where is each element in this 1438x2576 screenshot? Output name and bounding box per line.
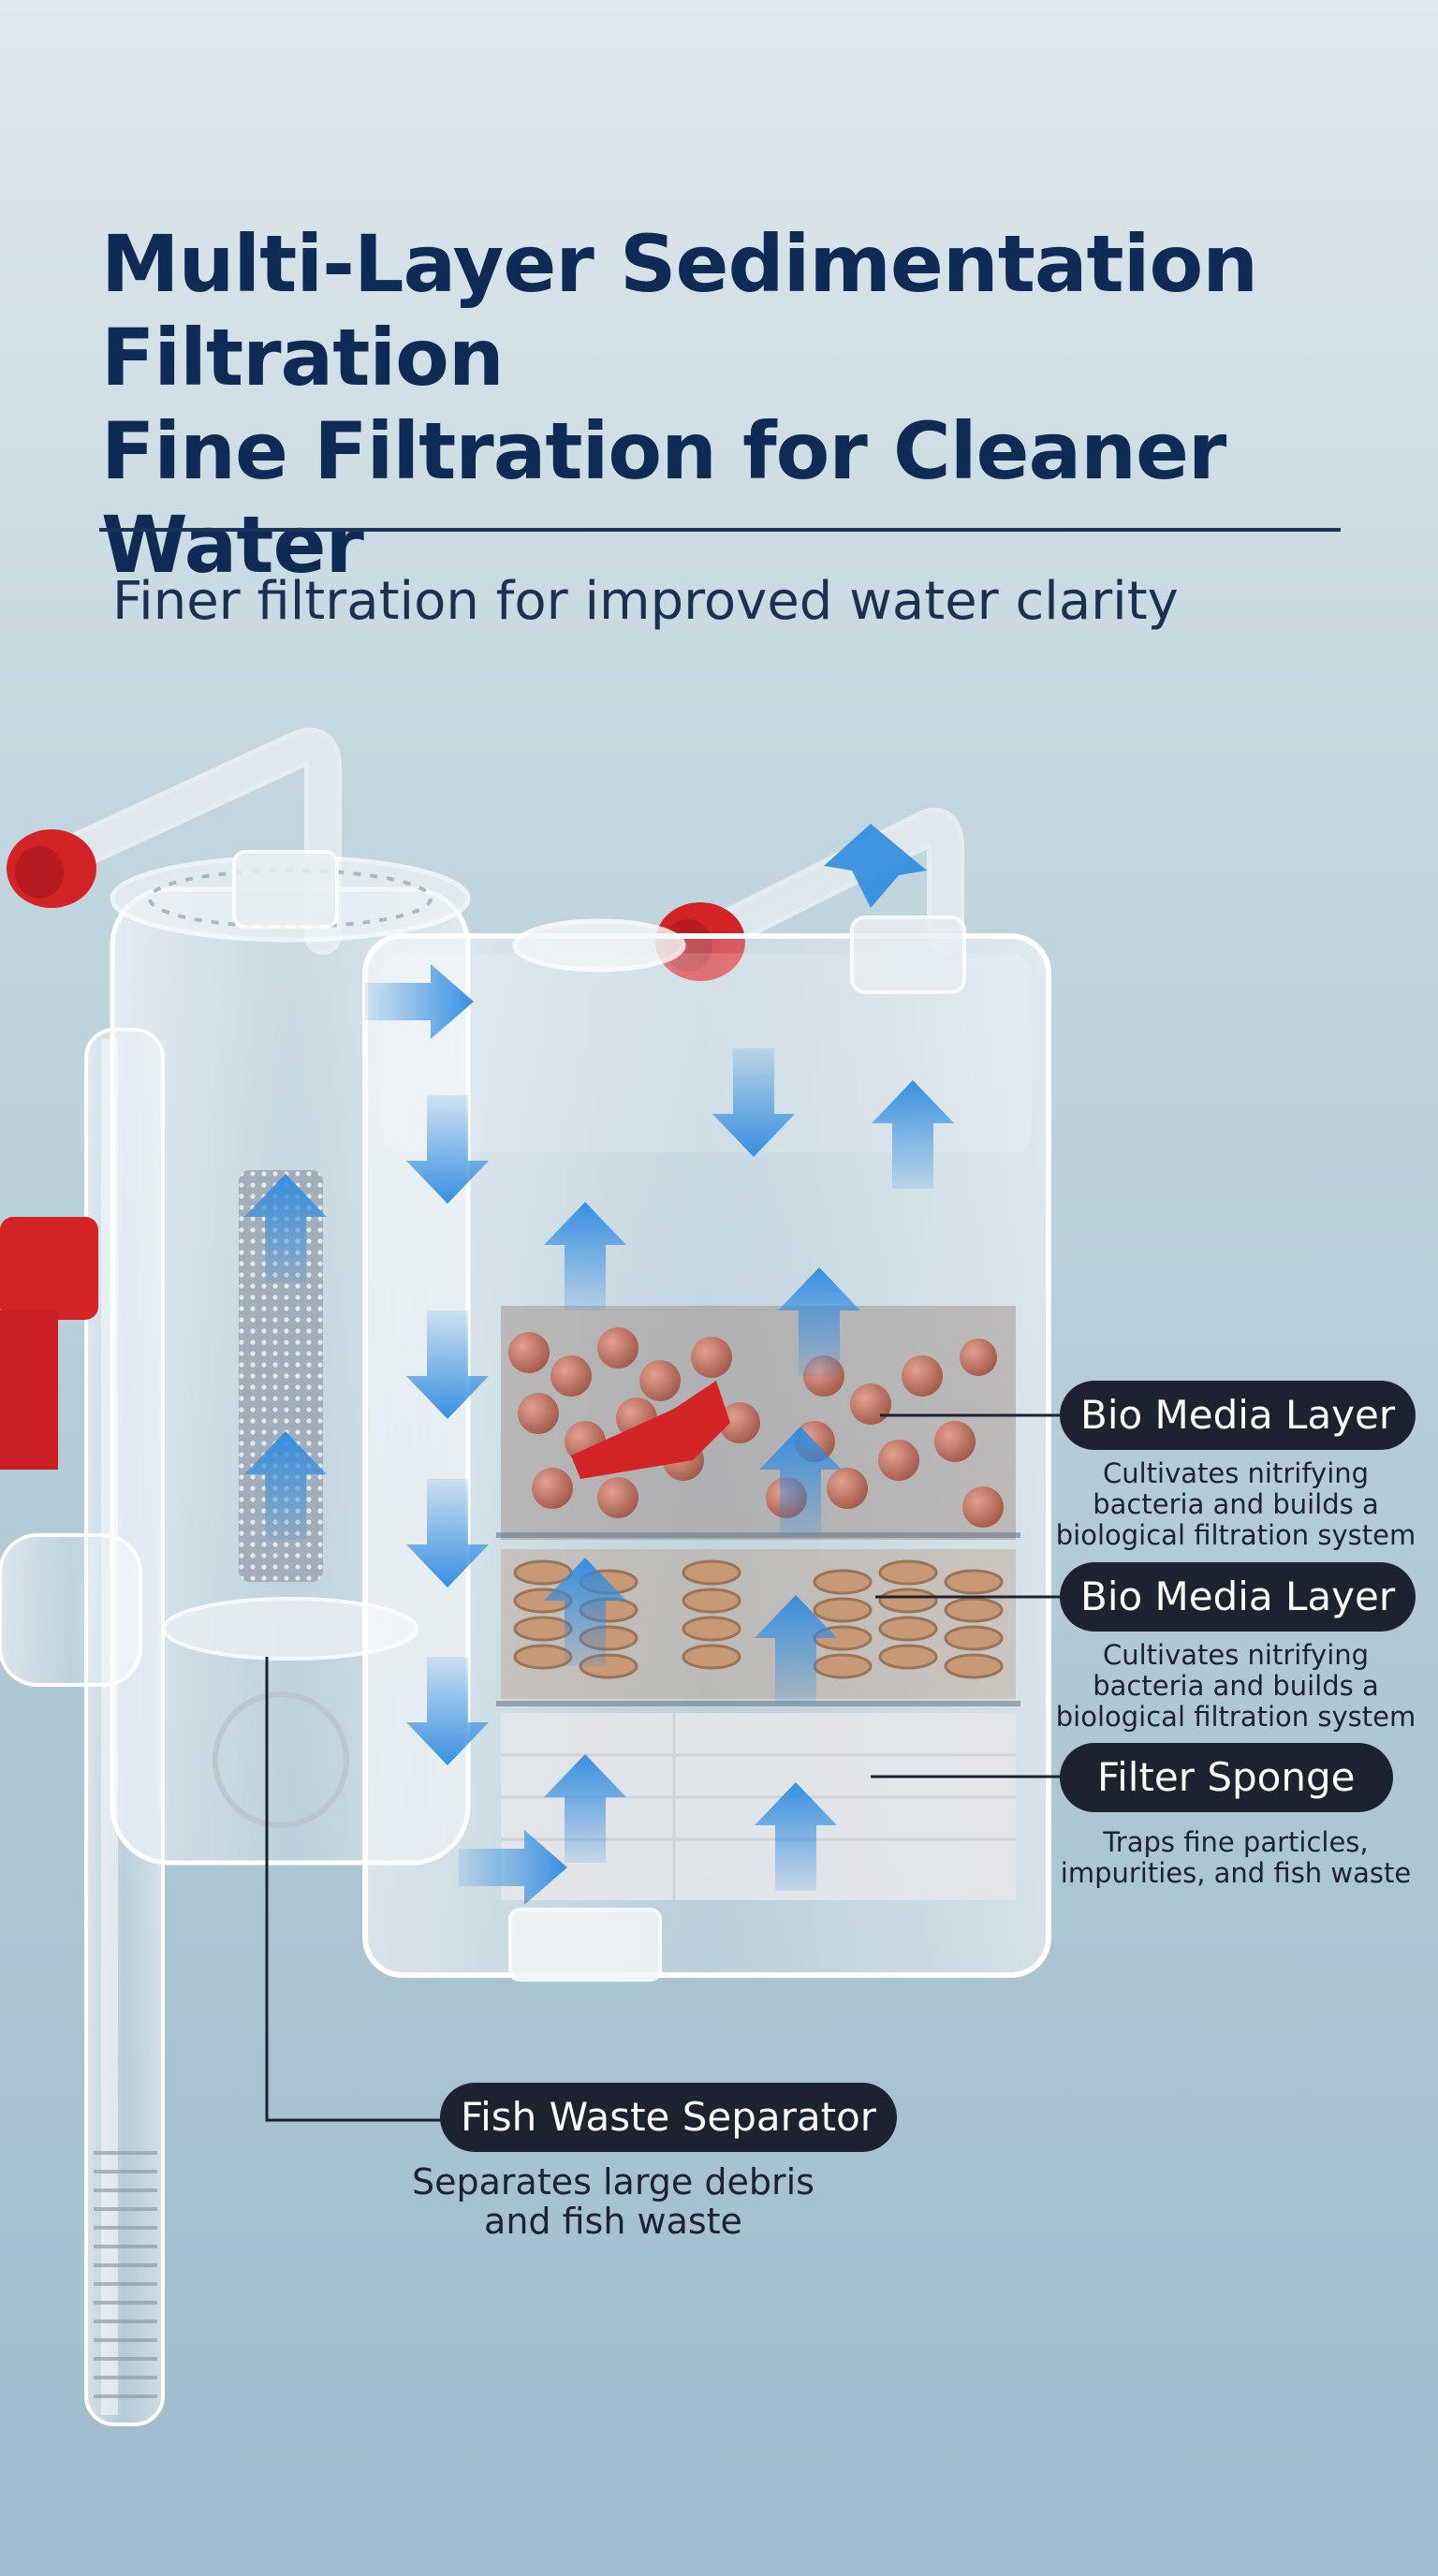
callout-desc-filter-sponge: Traps fine particles, impurities, and fi… [1060,1826,1412,1889]
callout-label-bio-media-1: Bio Media Layer [1060,1381,1416,1450]
base-foot [508,1908,662,1982]
top-pipes [37,727,964,964]
page-subtitle: Finer filtration for improved water clar… [112,571,1179,632]
callout-label-fish-waste-separator: Fish Waste Separator [440,2083,898,2152]
callout-desc-bio-media-2: Cultivates nitrifying bacteria and build… [1055,1639,1416,1733]
title-line: Multi-Layer Sedimentation [101,218,1258,310]
title-line: Fine Filtration for Cleaner Water [101,405,1226,591]
title-divider [99,528,1341,532]
bio-media-balls [501,1306,1016,1540]
red-nozzle-icon [571,1381,730,1479]
callout-label-bio-media-2: Bio Media Layer [1060,1562,1416,1632]
filter-diagram [0,727,1063,2426]
callout-label-filter-sponge: Filter Sponge [1060,1743,1393,1812]
title-line: Filtration [101,312,505,403]
callout-desc-fish-waste-separator: Separates large debris and fish waste [412,2161,814,2242]
flow-arrow-icon [244,824,954,1905]
callout-desc-bio-media-1: Cultivates nitrifying bacteria and build… [1055,1457,1416,1551]
leader-lines [265,1413,1063,2122]
red-valve-icon [0,1217,98,1470]
page-title: Multi-Layer Sedimentation Filtration Fin… [101,217,1438,592]
